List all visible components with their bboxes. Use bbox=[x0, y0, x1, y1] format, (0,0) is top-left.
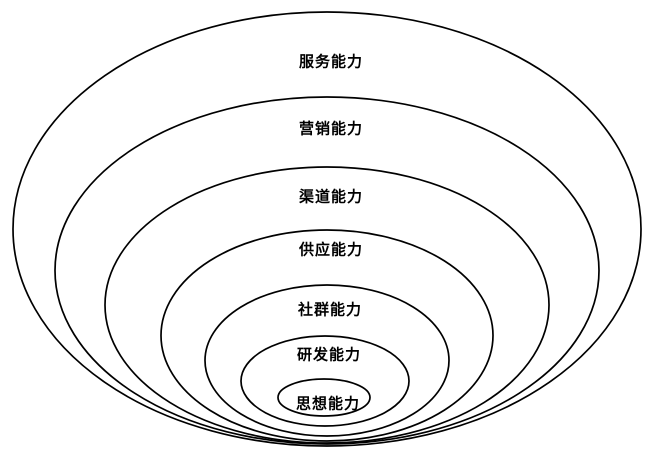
layer-label-5: 社群能力 bbox=[297, 301, 362, 319]
ellipse-layer-6 bbox=[240, 335, 410, 427]
ellipse-layer-2 bbox=[54, 96, 600, 445]
layer-label-7: 思想能力 bbox=[296, 395, 360, 413]
layer-label-3: 渠道能力 bbox=[299, 188, 363, 206]
layer-label-1: 服务能力 bbox=[299, 53, 363, 71]
ellipse-layer-3 bbox=[104, 166, 550, 444]
ellipse-layer-7 bbox=[277, 378, 371, 417]
layer-label-2: 营销能力 bbox=[299, 120, 363, 138]
layer-label-4: 供应能力 bbox=[298, 241, 363, 259]
ellipse-layer-1 bbox=[12, 11, 642, 447]
ellipse-layer-5 bbox=[204, 284, 450, 437]
ellipse-layer-4 bbox=[160, 229, 494, 442]
layer-label-6: 研发能力 bbox=[297, 346, 361, 364]
